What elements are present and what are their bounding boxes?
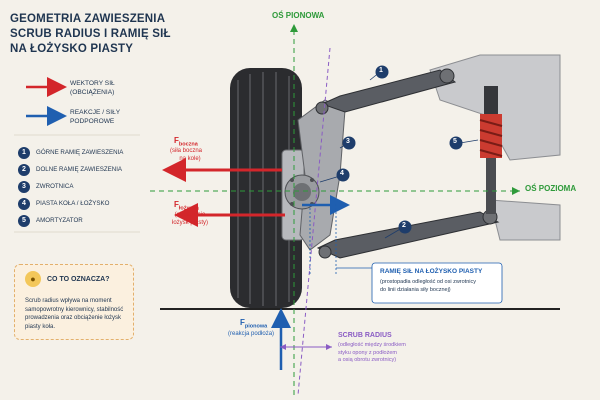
badge-1: 1 xyxy=(379,67,383,74)
chassis-lower xyxy=(489,199,561,241)
title-line-2: SCRUB RADIUS I RAMIĘ SIŁ xyxy=(10,28,171,40)
component-item-4: 4 PIASTA KOŁA / ŁOŻYSKO xyxy=(18,198,158,214)
arm-callout-desc-1: (prostopadła odległość od osi zwrotnicy xyxy=(380,279,476,285)
title-line-1: GEOMETRIA ZAWIESZENIA xyxy=(10,13,166,25)
bearing-force-symbol: F xyxy=(174,200,179,209)
hub-center xyxy=(293,183,311,201)
vertical-force-desc: (reakcja podłoża) xyxy=(228,331,275,337)
bearing-force-desc: (obciążenie łożysk piasty) xyxy=(172,212,208,227)
vertical-axis-label: OŚ PIONOWA xyxy=(272,11,325,20)
bearing-force-label: Fłożyska xyxy=(174,200,199,212)
bearing-force-desc-1: (obciążenie xyxy=(174,212,206,218)
lateral-force-desc-2: na kole) xyxy=(179,155,201,162)
upper-control-arm xyxy=(320,69,457,113)
component-item-5: 5 AMORTYZATOR xyxy=(18,215,158,231)
badge-2-marker xyxy=(384,220,412,239)
arm-callout-desc: (prostopadła odległość od osi zwrotnicy … xyxy=(380,279,476,294)
legend-force-line2: (OBCIĄŻENIA) xyxy=(70,89,115,96)
component-label-2: DOLNE RAMIĘ ZAWIESZENIA xyxy=(36,166,123,173)
scrub-callout-title: SCRUB RADIUS xyxy=(338,332,392,339)
vertical-force-symbol: F xyxy=(240,318,245,327)
badge-2: 2 xyxy=(402,222,406,229)
component-number-1: 1 xyxy=(18,147,30,159)
component-label-3: ZWROTNICA xyxy=(36,183,74,190)
lateral-force-label: Fboczna xyxy=(174,136,198,148)
arm-callout-desc-2: do linii działania siły bocznej) xyxy=(380,286,451,293)
scrub-arrowhead-right xyxy=(326,344,332,350)
lateral-force-desc-1: (siła boczna xyxy=(170,148,203,154)
vertical-force-label: Fpionowa xyxy=(240,318,267,330)
component-label-1: GÓRNE RAMIĘ ZAWIESZENIA xyxy=(36,149,124,156)
component-item-1: 1 GÓRNE RAMIĘ ZAWIESZENIA xyxy=(18,147,158,163)
scrub-callout-desc-2: styku opony z podłożem xyxy=(338,349,398,356)
vertical-axis-arrowhead xyxy=(290,24,298,32)
badge-4-marker xyxy=(319,168,350,183)
scrub-arrowhead-left xyxy=(280,344,286,350)
component-label-5: AMORTYZATOR xyxy=(36,217,83,224)
scrub-callout-desc-1: (odległość między środkiem xyxy=(338,342,406,348)
shock-top xyxy=(484,86,498,114)
upper-ball-joint xyxy=(315,101,329,115)
component-item-2: 2 DOLNE RAMIĘ ZAWIESZENIA xyxy=(18,164,158,180)
legend-reaction-line1: REAKCJE / SIŁY xyxy=(70,109,121,116)
lateral-force-desc: (siła boczna na kole) xyxy=(170,148,202,163)
title-line-3: NA ŁOŻYSKO PIASTY xyxy=(10,43,134,55)
diagram-title: GEOMETRIA ZAWIESZENIA SCRUB RADIUS I RAM… xyxy=(10,12,225,57)
arm-callout-title: RAMIĘ SIŁ NA ŁOŻYSKO PIASTY xyxy=(380,268,483,275)
info-heading: CO TO OZNACZA? xyxy=(47,276,110,283)
scrub-callout-desc: (odległość między środkiem styku opony z… xyxy=(338,342,406,365)
info-body: Scrub radius wpływa na moment samopowrot… xyxy=(25,298,124,330)
vertical-force-subscript: pionowa xyxy=(244,323,268,330)
scrub-callout-desc-3: a osią obrotu zwrotnicy) xyxy=(338,357,397,363)
legend-force-line1: WEKTORY SIŁ xyxy=(70,80,115,87)
lower-control-arm xyxy=(316,211,500,259)
component-number-4: 4 xyxy=(18,198,30,210)
horizontal-axis-label: OŚ POZIOMA xyxy=(525,184,577,193)
horizontal-axis-arrowhead xyxy=(512,187,520,195)
steering-axis xyxy=(297,47,331,396)
legend-reaction-line2: PODPOROWE xyxy=(70,118,115,125)
badge-1-marker xyxy=(369,65,389,81)
component-number-2: 2 xyxy=(18,164,30,176)
badge-5: 5 xyxy=(453,138,457,145)
badge-3: 3 xyxy=(346,138,350,145)
shock-rod xyxy=(486,158,496,214)
badge-5-marker xyxy=(449,136,479,150)
lateral-force-subscript: boczna xyxy=(178,141,198,148)
info-box: ● CO TO OZNACZA? Scrub radius wpływa na … xyxy=(14,264,134,340)
badge-3-marker xyxy=(339,136,356,150)
arm-callout-box xyxy=(371,262,503,304)
lateral-force-symbol: F xyxy=(174,136,179,145)
badge-4: 4 xyxy=(340,170,344,177)
component-label-4: PIASTA KOŁA / ŁOŻYSKO xyxy=(36,200,110,207)
lower-ball-joint xyxy=(318,245,332,259)
tire xyxy=(230,68,302,308)
upper-arm-bushing xyxy=(439,68,455,84)
component-number-5: 5 xyxy=(18,215,30,227)
bearing-force-desc-2: łożysk piasty) xyxy=(172,219,209,226)
component-number-3: 3 xyxy=(18,181,30,193)
component-item-3: 3 ZWROTNICA xyxy=(18,181,158,197)
shock-spring-coils xyxy=(479,119,503,157)
bearing-force-subscript: łożyska xyxy=(178,205,199,212)
lightbulb-icon: ● xyxy=(25,271,41,287)
